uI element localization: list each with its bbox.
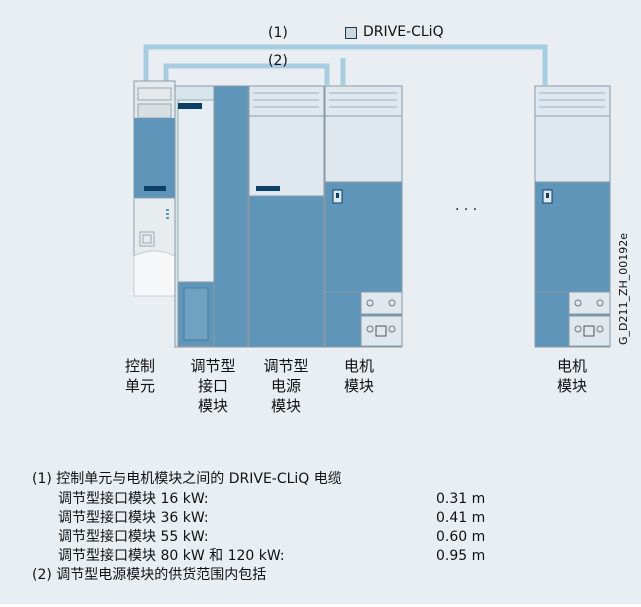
drive-cliq-legend-swatch <box>345 27 357 39</box>
vent-grilles <box>253 92 605 108</box>
motor-module-1-drawing <box>324 85 403 348</box>
note-row-value: 0.60 m <box>436 529 486 545</box>
drive-cliq-legend-label: DRIVE-CLiQ <box>363 24 444 40</box>
control-unit-drawing <box>133 80 176 297</box>
power-module-led <box>256 186 280 191</box>
connection-label-1: (1) <box>268 25 288 41</box>
interface-module-label: 调节型 接口 模块 <box>190 357 236 415</box>
power-module-label: 调节型 电源 模块 <box>263 357 309 415</box>
power-module-drawing <box>248 85 325 348</box>
note-row-value: 0.95 m <box>436 548 486 564</box>
interface-module-led <box>178 103 202 109</box>
system-diagram <box>133 44 611 348</box>
control-unit-status-led <box>144 186 166 191</box>
note-2-title: (2) 调节型电源模块的供货范围内包括 <box>32 567 267 583</box>
drive-cliq-cables <box>143 44 548 85</box>
motor-module-1-label: 电机 模块 <box>343 357 374 395</box>
note-row-label: 调节型接口模块 36 kW: <box>58 510 209 526</box>
note-1-title: (1) 控制单元与电机模块之间的 DRIVE-CLiQ 电缆 <box>32 471 342 487</box>
connection-label-2: (2) <box>268 53 288 69</box>
cable-2 <box>163 63 330 85</box>
motor-module-2-label: 电机 模块 <box>556 357 587 395</box>
note-row-label: 调节型接口模块 16 kW: <box>58 491 209 507</box>
ellipsis: · · · <box>455 202 478 218</box>
cable-1 <box>143 44 548 85</box>
note-row-value: 0.41 m <box>436 510 486 526</box>
interface-module-drawing <box>174 85 249 348</box>
control-unit-label: 控制 单元 <box>124 357 155 395</box>
drawing-id: G_D211_ZH_00192e <box>617 232 630 345</box>
note-row-value: 0.31 m <box>436 491 486 507</box>
motor-module-2-drawing <box>534 85 611 348</box>
note-row-label: 调节型接口模块 55 kW: <box>58 529 209 545</box>
note-row-label: 调节型接口模块 80 kW 和 120 kW: <box>58 548 285 564</box>
